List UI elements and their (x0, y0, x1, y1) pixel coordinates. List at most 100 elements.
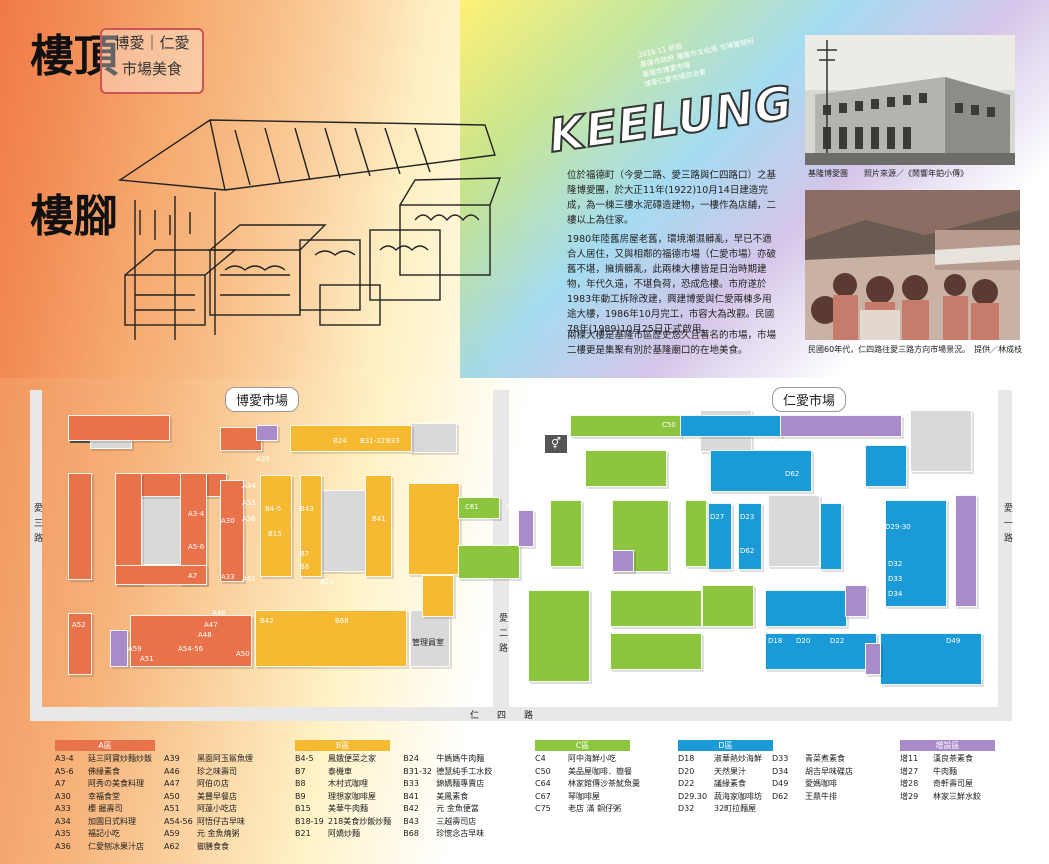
title-top: 樓頂 (30, 31, 118, 82)
grey-block (768, 495, 820, 567)
zone-c-block (458, 545, 520, 579)
zone-c-block (610, 633, 702, 670)
zone-e-block (955, 495, 977, 607)
stall-label: A47 (204, 621, 218, 629)
legend-b-header: B區 (295, 740, 390, 751)
zone-d-block (880, 633, 982, 685)
stall-label: B7 (300, 550, 310, 558)
zone-d-block (765, 633, 877, 670)
badge-line1: 博愛｜仁愛 (114, 34, 190, 52)
zone-a-block (130, 615, 252, 667)
stall-label: B15 (268, 530, 282, 538)
article-p3: 兩棟大樓是基隆市區歷史悠久且著名的市場，市場二樓更是集聚有別於基隆廟口的在地美食… (567, 330, 777, 356)
legend-e-header: 增設區 (900, 740, 995, 751)
stall-label: B8 (300, 563, 310, 571)
stall-label: A35 (242, 499, 256, 507)
stall-label: A54-56 (178, 645, 204, 653)
stall-label: D27 (710, 513, 725, 521)
stall-label: D22 (830, 637, 845, 645)
photo2-caption: 民國60年代，仁四路往愛三路方向市場景況。 提供／林成枝 (808, 345, 1023, 354)
stall-label: B41 (372, 515, 386, 523)
stall-label: B4-5 (265, 505, 282, 513)
badge-line2: 市場美食 (121, 60, 182, 78)
zone-c-block (550, 500, 582, 567)
road-ren4 (30, 707, 1012, 721)
zone-d-block (680, 415, 782, 437)
stall-label: A33 (221, 573, 235, 581)
zone-c-block (585, 450, 667, 487)
zone-c-block (702, 585, 754, 627)
zone-a-block (115, 565, 207, 585)
stall-label: B43 (300, 505, 314, 513)
stall-label: A34 (242, 482, 256, 490)
zone-c-block (610, 590, 702, 627)
stall-label: B31-32 (360, 437, 386, 445)
zone-d-block (820, 503, 842, 570)
admin-room-block (410, 610, 450, 667)
stall-label: D29-30 (885, 523, 911, 531)
stall-label: A5-6 (188, 543, 205, 551)
zone-b-block (365, 475, 392, 577)
zone-e-block (518, 510, 534, 547)
stall-label: A3-4 (188, 510, 205, 518)
zone-d-block (885, 500, 947, 607)
zone-c-block (528, 590, 590, 682)
zone-b-block (408, 483, 460, 575)
stall-label: B42 (260, 617, 274, 625)
renai-market-title: 仁愛市場 (772, 387, 847, 412)
zone-a-block (220, 480, 244, 582)
zone-b-block (260, 475, 292, 577)
grey-block (910, 410, 972, 472)
zone-e-block (780, 415, 902, 437)
stall-label: A50 (236, 650, 250, 658)
zone-b-block (422, 575, 454, 617)
zone-d-block (865, 445, 907, 487)
grey-block (410, 423, 457, 453)
road-ai3 (30, 390, 42, 720)
road-label-ai1: 愛一路 (1002, 503, 1012, 548)
zone-a-block (68, 473, 92, 580)
stall-label: B33 (386, 437, 400, 445)
stall-label: C61 (465, 503, 479, 511)
stall-label: D20 (796, 637, 811, 645)
top-panel: 樓頂 樓腳 博愛｜仁愛 市場美食 2016. (0, 0, 1049, 378)
market-floor-map: 愛三路 愛二路 愛一路 仁四路 博愛市場 仁愛市場 ⚥ ⚥ 管理員室 (30, 385, 1030, 730)
stall-label: A36 (242, 515, 256, 523)
stall-label: D32 (888, 560, 903, 568)
article-p2: 1980年陸舊房屋老舊，環境潮濕髒亂，早已不適合人居住，又與相鄰的福德市場（仁愛… (567, 234, 777, 335)
zone-d-block (738, 503, 762, 570)
zone-b-block (290, 425, 412, 452)
grey-block (320, 490, 367, 572)
